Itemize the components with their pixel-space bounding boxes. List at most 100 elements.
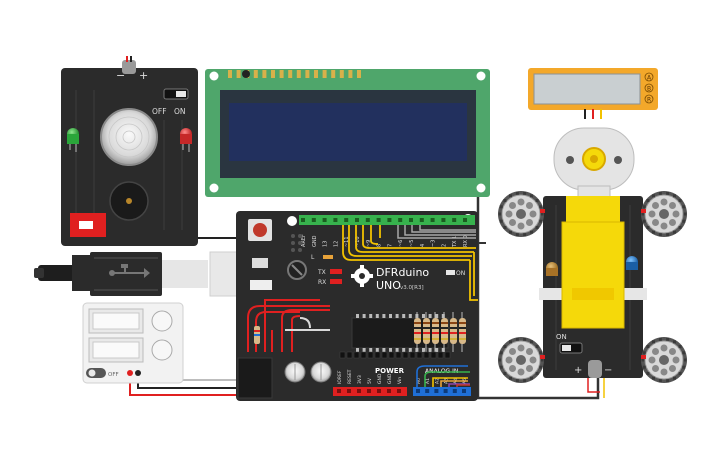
display-button-label: B (647, 86, 651, 93)
header-pin[interactable] (339, 351, 346, 359)
digital-pin-label: 2 (441, 244, 447, 247)
header-pin[interactable] (395, 351, 402, 359)
digital-pin[interactable] (333, 218, 338, 222)
reset-button-cap[interactable] (253, 223, 267, 237)
header-pin[interactable] (430, 351, 437, 359)
digital-pin[interactable] (365, 218, 370, 222)
gearbox-top (566, 196, 620, 226)
resistor (414, 318, 421, 344)
digital-pin[interactable] (311, 218, 316, 222)
power-pin[interactable] (357, 389, 361, 393)
digital-pin[interactable] (301, 218, 305, 222)
power-pin[interactable] (397, 389, 401, 393)
l-led-label: L (311, 254, 315, 261)
power-pin-label: 5V (367, 377, 373, 384)
header-pin[interactable] (346, 351, 353, 359)
power-pin-label: GND (377, 373, 383, 384)
display-button-b[interactable] (644, 83, 654, 93)
digital-pin[interactable] (419, 218, 424, 222)
dip-switch-knob[interactable] (79, 221, 93, 229)
power-pin[interactable] (367, 389, 371, 393)
battery-pack[interactable]: OFF (82, 302, 184, 384)
digital-pin[interactable] (409, 218, 413, 222)
battery-terminal-black (135, 370, 141, 376)
digital-pin[interactable] (387, 218, 392, 222)
digital-pin[interactable] (430, 218, 435, 222)
header-pin[interactable] (374, 351, 381, 359)
header-pin[interactable] (437, 351, 444, 359)
power-pin[interactable] (347, 389, 351, 393)
analog-pin[interactable] (425, 389, 430, 393)
digital-pin-label: ~10 (355, 236, 361, 247)
power-pin-label: Vin (397, 377, 403, 384)
sensor-pin-black (130, 56, 132, 62)
wire-red-car (587, 372, 600, 393)
sensor-module[interactable]: − + OFF ON (61, 56, 198, 246)
digital-pin-label: 4 (420, 244, 426, 247)
header-pin[interactable] (381, 351, 388, 359)
digital-pin-label: ~5 (409, 240, 415, 247)
digital-pin[interactable] (398, 218, 403, 222)
header-pin[interactable] (423, 351, 430, 359)
chip-pin (422, 348, 425, 352)
display-button-r[interactable] (644, 94, 654, 104)
analog-pin[interactable] (416, 389, 420, 393)
power-pin[interactable] (377, 389, 381, 393)
analog-pin[interactable] (434, 389, 439, 393)
header-pin[interactable] (402, 351, 409, 359)
header-pin[interactable] (444, 351, 451, 359)
digital-pin[interactable] (355, 218, 359, 222)
lcd-pin (271, 70, 275, 78)
lcd-pin (262, 70, 267, 78)
digital-pin[interactable] (452, 218, 457, 222)
car-switch-knob[interactable] (562, 345, 571, 351)
display-button-a[interactable] (644, 72, 654, 82)
sensor-switch-knob[interactable] (176, 91, 186, 97)
power-jack[interactable] (237, 357, 273, 399)
header-pin[interactable] (388, 351, 395, 359)
analog-pin[interactable] (462, 389, 466, 393)
power-label: POWER (375, 367, 405, 375)
analog-wires (416, 365, 470, 387)
header-pin[interactable] (416, 351, 423, 359)
chip-pin (441, 314, 445, 318)
segment-display-module: ABR (528, 68, 658, 119)
digital-pin[interactable] (441, 218, 446, 222)
sensor-pin-red (126, 56, 128, 62)
analog-pin[interactable] (452, 389, 457, 393)
sensor-on-label: ON (174, 107, 186, 116)
rx-led (330, 279, 342, 284)
analog-pin[interactable] (443, 389, 448, 393)
power-pin[interactable] (387, 389, 391, 393)
wheel (641, 337, 687, 383)
header-pin[interactable] (360, 351, 367, 359)
chip-pin (382, 348, 386, 352)
car-minus-label: − (604, 365, 612, 376)
header-pin[interactable] (409, 351, 416, 359)
sensor-connector[interactable] (122, 60, 136, 74)
lcd-mount-hole (209, 71, 219, 81)
digital-pin[interactable] (322, 218, 327, 222)
lcd-pin (305, 70, 310, 78)
digital-pin[interactable] (463, 218, 467, 222)
board-version: v3.0[R3] (400, 285, 424, 291)
digital-pin-label: 12 (333, 241, 339, 247)
lcd-module (205, 69, 490, 197)
digital-pin[interactable] (376, 218, 381, 222)
digital-pin[interactable] (344, 218, 349, 222)
analog-pin-label: A0 (416, 378, 422, 384)
resistor (432, 318, 439, 344)
header-pin[interactable] (367, 351, 374, 359)
analog-header[interactable] (413, 387, 471, 396)
chip-pin (369, 314, 373, 318)
lcd-pin (236, 70, 241, 78)
grey-signal-wires (397, 225, 476, 239)
display-screen (533, 73, 641, 105)
header-pin[interactable] (353, 351, 360, 359)
digital-header[interactable] (299, 215, 475, 225)
car-connector[interactable] (588, 360, 602, 378)
power-pin-label: IOREF (337, 370, 343, 384)
power-pin[interactable] (337, 389, 341, 393)
chip-pin (369, 348, 373, 352)
sensor-plus-label: + (139, 69, 148, 82)
